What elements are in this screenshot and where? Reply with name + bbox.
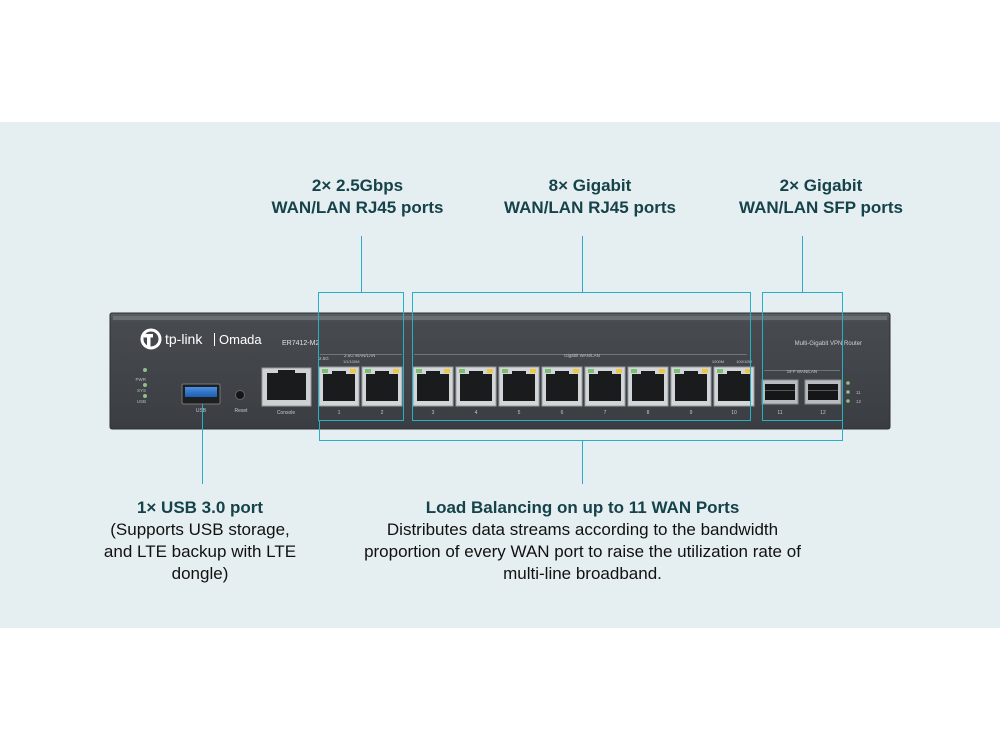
rj45-port-10[interactable]: 10 xyxy=(713,366,755,416)
svg-text:6: 6 xyxy=(561,410,564,416)
bracket-left xyxy=(319,420,320,440)
tagline-label: Multi-Gigabit VPN Router xyxy=(795,341,862,347)
svg-text:2.5G: 2.5G xyxy=(319,356,329,361)
sfp-leds: 11 12 xyxy=(846,381,862,404)
status-leds: PWR SYS USB xyxy=(136,368,147,404)
rj45-port-1[interactable]: 1 xyxy=(318,366,360,416)
svg-text:11: 11 xyxy=(777,410,782,416)
svg-text:2.5G WAN/LAN: 2.5G WAN/LAN xyxy=(344,353,375,358)
callout-gigabit-ports: 8× Gigabit WAN/LAN RJ45 ports xyxy=(504,176,676,217)
callout-load-balancing: Load Balancing on up to 11 WAN Ports Dis… xyxy=(364,498,801,583)
svg-text:Console: Console xyxy=(277,410,296,416)
tp-link-logo: tp-link Omada xyxy=(140,328,262,350)
connector-usb xyxy=(202,404,203,484)
svg-text:1: 1 xyxy=(338,410,341,416)
highlight-gigabit-ports xyxy=(412,292,751,421)
rj45-port-5[interactable]: 5 xyxy=(498,366,540,416)
svg-text:USB: USB xyxy=(196,408,207,414)
rj45-port-9[interactable]: 9 xyxy=(670,366,712,416)
rj45-port-7[interactable]: 7 xyxy=(584,366,626,416)
svg-text:7: 7 xyxy=(604,410,607,416)
highlight-2-5g-ports xyxy=(318,292,404,421)
callout-sfp-ports: 2× Gigabit WAN/LAN SFP ports xyxy=(738,176,904,217)
connector-gigabit xyxy=(582,236,583,292)
svg-text:12: 12 xyxy=(820,410,826,416)
svg-text:10: 10 xyxy=(731,410,737,416)
reset-button[interactable]: Reset xyxy=(234,390,248,415)
svg-text:tp-link: tp-link xyxy=(165,331,203,347)
bracket-bottom xyxy=(319,440,843,441)
svg-text:100/10M: 100/10M xyxy=(736,359,752,364)
console-port[interactable]: Console xyxy=(261,367,312,416)
connector-2-5g xyxy=(361,236,362,292)
svg-text:Reset: Reset xyxy=(234,408,248,414)
callout-usb: 1× USB 3.0 port (Supports USB storage, a… xyxy=(103,498,297,583)
svg-text:USB: USB xyxy=(137,399,146,404)
svg-text:1000M: 1000M xyxy=(712,359,724,364)
svg-text:1G/100M: 1G/100M xyxy=(343,359,359,364)
svg-text:5: 5 xyxy=(518,410,521,416)
usb-port[interactable]: USB xyxy=(181,383,221,414)
svg-text:SYS: SYS xyxy=(137,388,146,393)
svg-text:3: 3 xyxy=(432,410,435,416)
callout-2-5g-ports: 2× 2.5Gbps WAN/LAN RJ45 ports xyxy=(271,176,444,217)
svg-text:4: 4 xyxy=(475,410,478,416)
svg-text:11: 11 xyxy=(856,390,861,395)
sfp-port-12[interactable]: 12 xyxy=(804,379,842,416)
svg-text:12: 12 xyxy=(856,399,862,404)
rj45-port-4[interactable]: 4 xyxy=(455,366,497,416)
connector-load-balancing xyxy=(582,440,583,484)
model-label: ER7412-M2 xyxy=(282,340,319,347)
svg-text:9: 9 xyxy=(690,410,693,416)
svg-text:PWR: PWR xyxy=(136,377,147,382)
bracket-right xyxy=(842,420,843,440)
svg-text:Omada: Omada xyxy=(219,332,262,347)
rj45-port-2[interactable]: 2 xyxy=(361,366,403,416)
rj45-port-6[interactable]: 6 xyxy=(541,366,583,416)
svg-text:SFP WAN/LAN: SFP WAN/LAN xyxy=(787,369,817,374)
rj45-port-8[interactable]: 8 xyxy=(627,366,669,416)
rj45-port-3[interactable]: 3 xyxy=(412,366,454,416)
svg-text:Gigabit WAN/LAN: Gigabit WAN/LAN xyxy=(564,353,600,358)
connector-sfp xyxy=(802,236,803,292)
svg-text:8: 8 xyxy=(647,410,650,416)
highlight-sfp-ports xyxy=(762,292,843,421)
svg-text:2: 2 xyxy=(381,410,384,416)
